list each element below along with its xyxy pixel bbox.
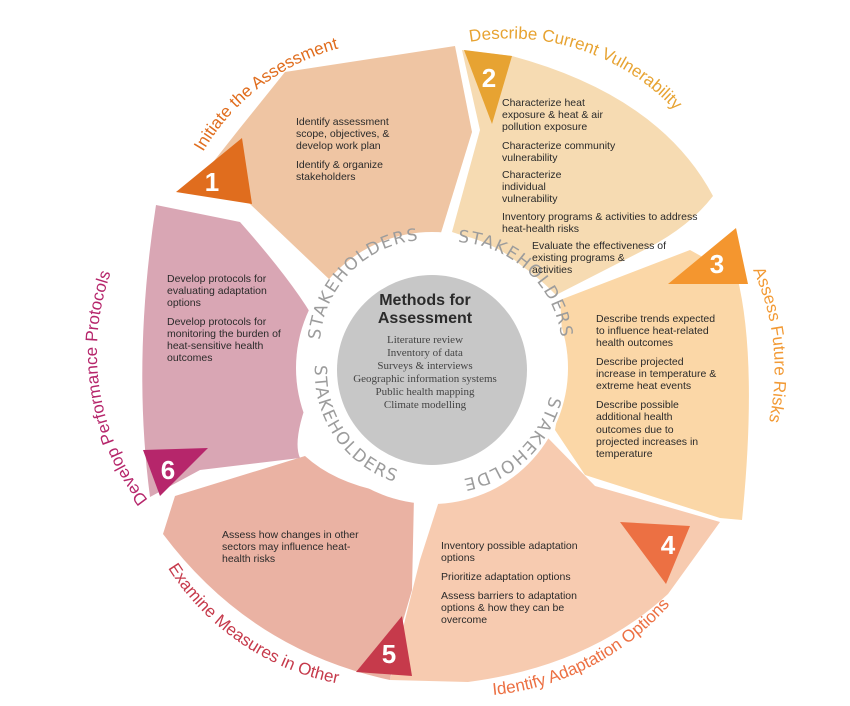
step-3-item: Describe trends expected to influence he… — [596, 313, 716, 350]
method-item: Public health mapping — [375, 385, 475, 398]
svg-text:2: 2 — [482, 63, 496, 93]
step-5-item: Assess how changes in other sectors may … — [222, 529, 359, 566]
svg-text:3: 3 — [710, 249, 724, 279]
method-item: Literature review — [386, 333, 464, 346]
step-1-marker: 1 — [176, 138, 252, 204]
step-6-item: Develop protocols for evaluating adaptat… — [167, 273, 267, 310]
segment-5-panel — [163, 456, 414, 680]
step-4-item: Prioritize adaptation options — [441, 571, 571, 584]
step-4-marker: 4 — [620, 522, 690, 584]
methods-title-line-1: Methods for — [379, 292, 471, 309]
method-item: Surveys & interviews — [377, 359, 473, 372]
methods-center-disc — [337, 275, 527, 465]
step-2-items: Characterize heat exposure & heat & air … — [502, 97, 698, 283]
methods-title: Methods for Assessment — [340, 292, 510, 328]
method-item: Climate modelling — [383, 398, 467, 411]
step-1-items: Identify assessment scope, objectives, &… — [296, 116, 400, 190]
step-5-marker: 5 — [356, 616, 412, 676]
segment-4-panel — [390, 438, 720, 682]
step-2-item: Characterize heat exposure & heat & air … — [502, 97, 603, 134]
segment-2-panel — [452, 50, 713, 295]
step-6-title: Develop Performance Protocols — [82, 268, 151, 509]
step-4-item: Assess barriers to adaptation options & … — [441, 590, 577, 627]
step-3-item: Describe projected increase in temperatu… — [596, 356, 717, 393]
step-2-item: Evaluate the effectiveness of existing p… — [532, 239, 667, 276]
step-6-item: Develop protocols for monitoring the bur… — [167, 316, 281, 365]
segment-6-panel — [142, 205, 320, 497]
step-5-items: Assess how changes in other sectors may … — [222, 529, 372, 572]
step-3-items: Describe trends expected to influence he… — [596, 313, 724, 467]
svg-text:5: 5 — [382, 639, 396, 669]
step-1-item: Identify & organize stakeholders — [296, 159, 383, 184]
step-6-marker: 6 — [143, 448, 208, 496]
segment-1-panel — [210, 46, 472, 280]
step-4-item: Inventory possible adaptation options — [441, 540, 578, 565]
methods-center: Methods for Assessment Literature review… — [340, 292, 510, 412]
step-4-items: Inventory possible adaptation options Pr… — [441, 540, 601, 633]
step-6-items: Develop protocols for evaluating adaptat… — [167, 273, 285, 371]
step-3-title: Assess Future Risks — [749, 264, 789, 425]
svg-text:6: 6 — [161, 455, 175, 485]
step-2-item: Characterize community vulnerability — [502, 140, 616, 165]
method-item: Inventory of data — [387, 346, 463, 359]
method-item: Geographic information systems — [353, 372, 497, 385]
methods-title-line-2: Assessment — [377, 309, 473, 327]
svg-text:1: 1 — [205, 167, 219, 197]
step-3-item: Describe possible additional health outc… — [596, 399, 699, 460]
segment-3-panel — [555, 250, 749, 520]
svg-text:4: 4 — [661, 530, 676, 560]
step-1-item: Identify assessment scope, objectives, &… — [296, 116, 390, 153]
step-3-marker: 3 — [668, 228, 748, 284]
step-2-marker: 2 — [464, 50, 512, 124]
step-2-item: Inventory programs & activities to addre… — [502, 210, 698, 235]
step-2-item: Characterize individual vulnerability — [502, 169, 562, 206]
